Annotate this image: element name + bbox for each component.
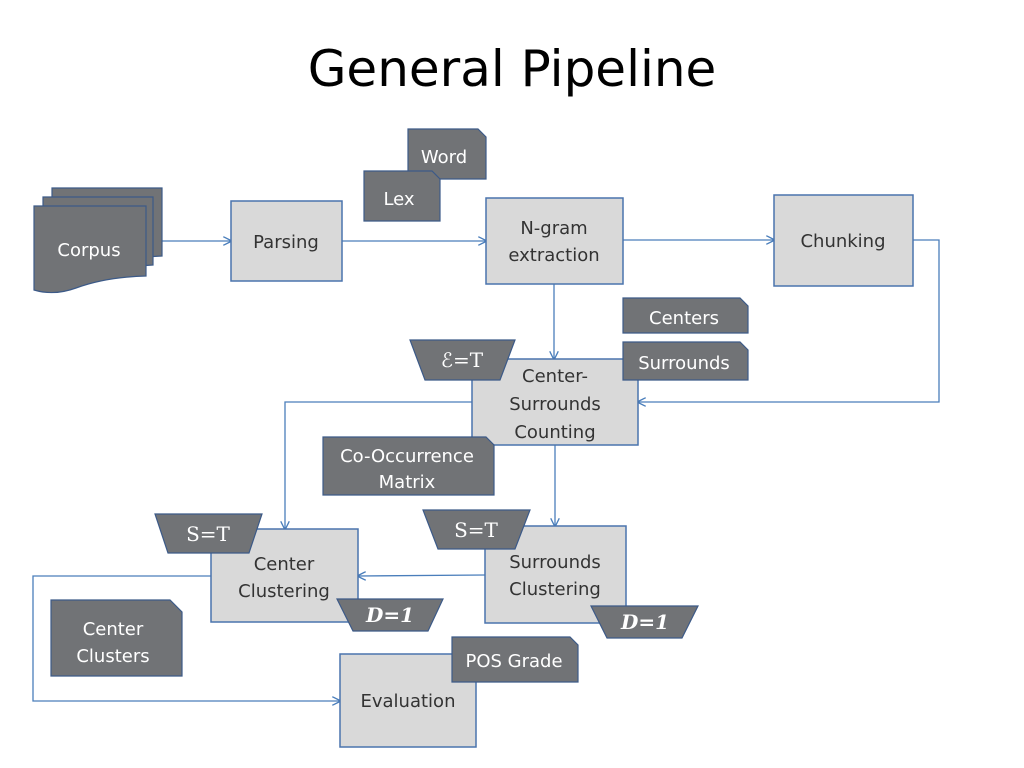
center-clusters-label-2: Clusters	[76, 646, 149, 667]
center-clustering-label-1: Center	[254, 554, 315, 575]
pos-grade-node: POS Grade	[451, 636, 579, 683]
centers-label: Centers	[649, 308, 719, 329]
counting-label-1: Center-	[522, 366, 588, 387]
corpus-node: Corpus	[33, 187, 163, 294]
surrounds-label: Surrounds	[638, 353, 730, 374]
edge-chunking-counting	[638, 239, 940, 402]
edge-center-clustering-evaluation	[32, 575, 340, 701]
parsing-label: Parsing	[253, 232, 319, 253]
edge-counting-center-clustering	[285, 401, 472, 529]
evaluation-label: Evaluation	[361, 691, 456, 712]
surrounds-clustering-label-1: Surrounds	[509, 552, 601, 573]
center-s-param: S=T	[154, 513, 263, 554]
edge-surrounds-to-center-clustering	[358, 575, 486, 576]
cooccurrence-label-1: Co-Occurrence	[340, 446, 474, 467]
counting-label-2: Surrounds	[509, 394, 601, 415]
chunking-label: Chunking	[800, 231, 885, 252]
chunking-node: Chunking	[773, 194, 914, 287]
page-title: General Pipeline	[307, 40, 717, 98]
surrounds-s-param-label: S=T	[454, 518, 498, 542]
connectors	[32, 239, 940, 701]
surrounds-d-param: D=1	[590, 605, 699, 639]
surrounds-node: Surrounds	[622, 341, 749, 381]
cooccurrence-label-2: Matrix	[379, 472, 436, 493]
center-clustering-label-2: Clustering	[238, 581, 330, 602]
epsilon-param-label: ℰ=T	[441, 348, 484, 372]
ngram-node: N-gram extraction	[485, 197, 624, 285]
centers-node: Centers	[622, 297, 749, 334]
surrounds-clustering-label-2: Clustering	[509, 579, 601, 600]
center-d-param-label: D=1	[365, 603, 414, 627]
ngram-label-2: extraction	[508, 245, 599, 266]
center-clusters-node: Center Clusters	[50, 599, 183, 677]
lex-node: Lex	[363, 170, 441, 222]
cooccurrence-node: Co-Occurrence Matrix	[322, 436, 495, 496]
ngram-label-1: N-gram	[520, 218, 587, 239]
surrounds-s-param: S=T	[422, 509, 531, 550]
word-label: Word	[421, 147, 467, 168]
center-d-param: D=1	[336, 598, 444, 632]
surrounds-d-param-label: D=1	[620, 610, 669, 634]
center-s-param-label: S=T	[186, 522, 230, 546]
counting-label-3: Counting	[514, 422, 595, 443]
word-node: Word	[407, 128, 487, 180]
lex-label: Lex	[383, 189, 414, 210]
parsing-node: Parsing	[230, 200, 343, 282]
corpus-label: Corpus	[57, 240, 120, 261]
center-clusters-label-1: Center	[83, 619, 144, 640]
pos-grade-label: POS Grade	[465, 651, 562, 672]
epsilon-param: ℰ=T	[409, 339, 516, 381]
